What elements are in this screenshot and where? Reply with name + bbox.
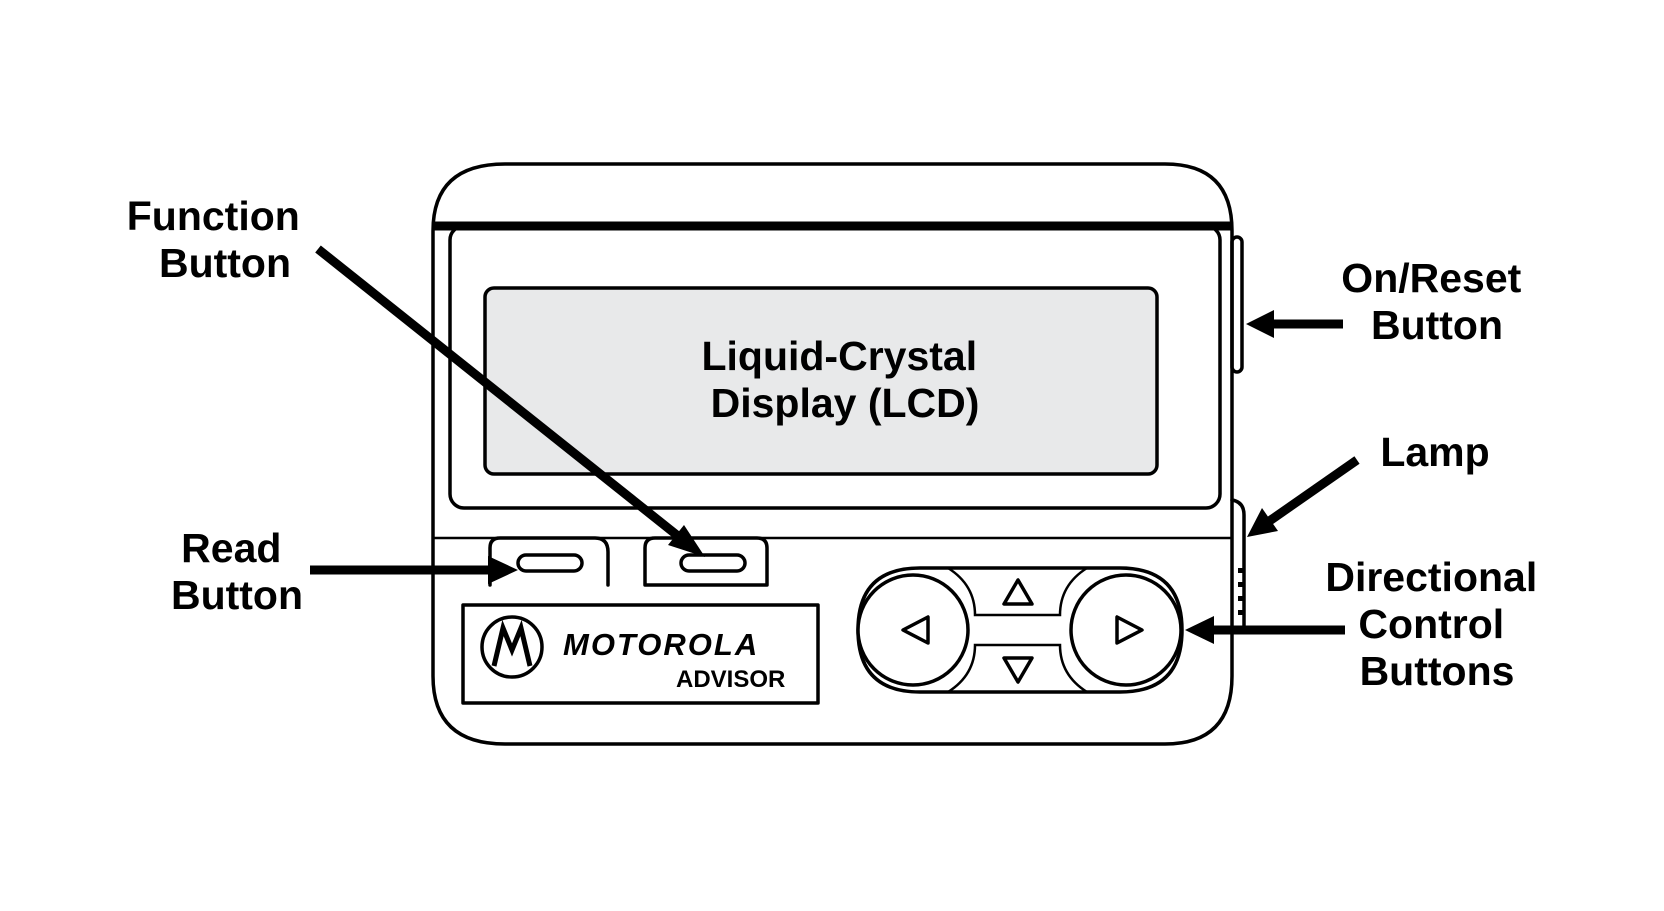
motorola-logo-icon [480, 615, 544, 679]
directional-pad [856, 566, 1184, 694]
triangle-down-icon [1002, 656, 1034, 684]
brand-plate: MOTOROLA ADVISOR [461, 603, 820, 705]
left-button[interactable] [856, 573, 970, 687]
triangle-up-icon [1002, 578, 1034, 606]
up-button[interactable] [1002, 578, 1034, 606]
function-button-arrow [315, 245, 705, 557]
lcd-bezel [448, 224, 1222, 510]
directional-control-callout: Directional Control Buttons [1325, 554, 1548, 694]
on-reset-button-arrow [1246, 310, 1343, 338]
lcd-label: Liquid-Crystal Display (LCD) [701, 333, 988, 426]
lamp [1230, 498, 1246, 632]
triangle-left-icon [901, 615, 930, 645]
function-button[interactable] [643, 536, 769, 587]
down-button[interactable] [1002, 656, 1034, 684]
function-button-callout: Function Button [127, 193, 311, 286]
lamp-callout: Lamp [1380, 429, 1489, 475]
right-button[interactable] [1069, 573, 1183, 687]
read-button[interactable] [488, 536, 610, 587]
on-reset-button-callout: On/Reset Button [1341, 255, 1532, 348]
read-button-callout: Read Button [171, 525, 303, 618]
brand-name: MOTOROLA [563, 627, 759, 662]
triangle-right-icon [1115, 615, 1144, 645]
model-name: ADVISOR [676, 666, 785, 693]
read-button-arrow [310, 556, 518, 584]
on-reset-button[interactable] [1230, 235, 1244, 374]
lamp-arrow [1247, 456, 1360, 537]
directional-control-arrow [1185, 616, 1345, 644]
